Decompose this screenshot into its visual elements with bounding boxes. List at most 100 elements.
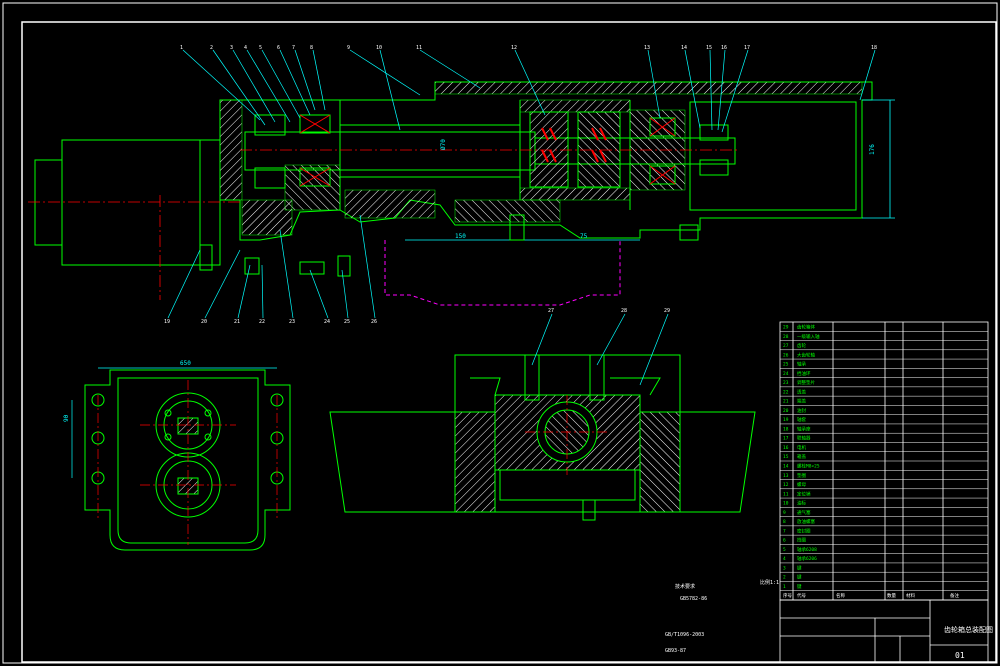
svg-text:90: 90 [63,414,70,422]
bom-row-number: 19 [783,417,789,423]
coupling-gears [529,111,621,188]
note-3: GB/T1096-2003 [665,632,704,638]
bom-row-name: 键 [797,574,802,581]
bom-row-name: 轴承6208 [797,546,817,553]
bom-row-name: 齿轮箱体 [797,323,815,330]
bom-row-number: 6 [783,538,786,544]
bom-row-name: 螺母 [797,481,806,488]
bom-row-name: 定位销 [797,490,811,497]
svg-text:4: 4 [244,45,247,51]
bom-row-number: 5 [783,547,786,553]
bom-row-number: 13 [783,473,789,479]
bom-row-name: 垫圈 [797,472,806,479]
bom-header-cell: 代号 [797,592,806,599]
side-view-dims [71,367,277,478]
cross-section-centerlines [525,395,610,475]
bom-header-cell: 序号 [783,592,792,599]
bom-row-name: 挡圈 [797,537,806,544]
bom-row-number: 29 [783,324,789,330]
bom-row-number: 12 [783,482,789,488]
svg-text:15: 15 [706,45,712,51]
svg-text:14: 14 [681,45,687,51]
svg-text:24: 24 [324,319,330,325]
bom-row-name: 键 [797,583,802,590]
bom-row-name: 大齿轮轴 [797,351,815,358]
svg-text:19: 19 [164,319,170,325]
dimensions [405,99,895,241]
svg-text:650: 650 [180,360,191,367]
bom-row-name: 一级输入轴 [797,333,820,340]
bom-row-lines [780,331,988,591]
bom-row-number: 8 [783,519,786,525]
bom-row-number: 14 [783,463,789,469]
svg-text:6: 6 [277,45,280,51]
bom-row-number: 20 [783,408,789,414]
note-4: 比例1:1 [760,579,779,586]
svg-text:22: 22 [259,319,265,325]
bolts [244,214,699,277]
bom-row-number: 18 [783,426,789,432]
bom-row-name: 轴套 [797,416,806,423]
svg-text:75: 75 [580,233,588,240]
svg-text:26: 26 [371,319,377,325]
bom-row-name: 轴承座 [797,425,811,432]
svg-text:5: 5 [259,45,262,51]
bom-row-number: 28 [783,334,789,340]
drawing-number: 01 [955,651,965,660]
bom-header-cell: 名称 [836,592,845,599]
centerlines [28,149,740,300]
bom-row-name: 通气塞 [797,509,811,516]
cross-section-leaders [531,313,669,386]
bom-row-number: 4 [783,556,786,562]
bearings [254,114,729,189]
bom-row-number: 7 [783,528,786,534]
motor [34,139,221,271]
svg-text:8: 8 [310,45,313,51]
bom-row-name: 油封 [797,407,806,414]
bom-row-name: 联轴器 [797,435,811,442]
svg-text:16: 16 [721,45,727,51]
svg-text:150: 150 [455,233,466,240]
bom-header-cell: 备注 [950,592,959,599]
bom-row-name: 电机 [797,444,806,451]
svg-text:29: 29 [664,308,670,314]
svg-text:20: 20 [201,319,207,325]
bom-row-name: 透盖 [797,388,806,395]
notes: 技术要求 GB5782-86 GB/T1096-2003 比例1:1 GB93-… [665,579,779,654]
bom-header-cell: 数量 [887,592,896,599]
svg-text:3: 3 [230,45,233,51]
bom-row-number: 25 [783,362,789,368]
svg-text:23: 23 [289,319,295,325]
part-leaders [167,49,876,319]
bom-row-number: 22 [783,389,789,395]
bom-row-name: 齿轮 [797,342,806,349]
bom-row-name: 轴承 [797,361,806,368]
bom-row-name: 调整垫片 [797,379,815,386]
bom-row-number: 17 [783,436,789,442]
bom-row-name: 螺栓M8×25 [797,462,820,469]
bom-row-name: 键 [797,564,802,571]
side-view-centerlines [97,380,278,545]
svg-text:9: 9 [347,45,350,51]
bom-row-number: 23 [783,380,789,386]
svg-text:13: 13 [644,45,650,51]
bom-row-name: 放油螺塞 [797,518,815,525]
title-block [779,599,989,663]
bom-row-name: 端盖 [797,398,806,405]
bom-row-number: 3 [783,565,786,571]
side-view [84,369,291,551]
cross-section-view [329,354,756,521]
bom-row-number: 1 [783,584,786,590]
bom-row-number: 24 [783,371,789,377]
svg-text:18: 18 [871,45,877,51]
svg-text:11: 11 [416,45,422,51]
svg-text:7: 7 [292,45,295,51]
note-2: GB5782-86 [680,596,707,602]
svg-text:28: 28 [621,308,627,314]
